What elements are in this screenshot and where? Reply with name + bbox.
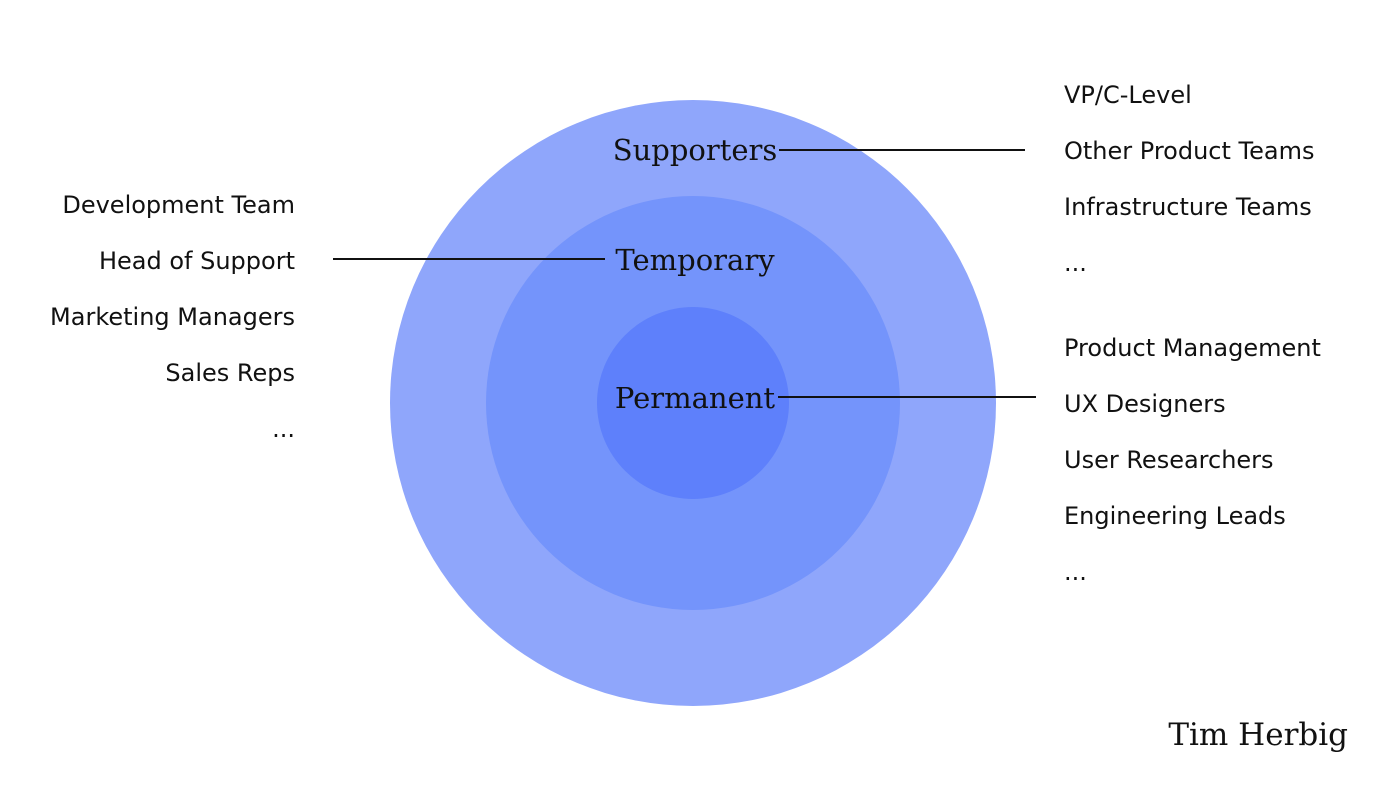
list-item: ...	[1064, 249, 1087, 277]
label-supporters: Supporters	[613, 133, 778, 167]
list-item: Development Team	[62, 191, 295, 219]
list-item: Head of Support	[98, 247, 295, 275]
list-item: VP/C-Level	[1064, 81, 1192, 109]
temporary-stakeholders-list: Development Team Head of Support Marketi…	[50, 177, 295, 457]
list-item: ...	[1064, 558, 1087, 586]
list-item: ...	[272, 415, 295, 443]
ring-permanent	[597, 307, 789, 499]
list-item: Product Management	[1064, 334, 1321, 362]
list-item: UX Designers	[1064, 390, 1226, 418]
permanent-stakeholders-list: Product Management UX Designers User Res…	[1064, 320, 1321, 600]
list-item: Marketing Managers	[50, 303, 295, 331]
list-item: Other Product Teams	[1064, 137, 1315, 165]
list-item: Sales Reps	[165, 359, 295, 387]
supporters-stakeholders-list: VP/C-Level Other Product Teams Infrastru…	[1064, 67, 1314, 291]
author-signature: Tim Herbig	[1168, 717, 1348, 753]
list-item: Engineering Leads	[1064, 502, 1286, 530]
list-item: User Researchers	[1064, 446, 1274, 474]
label-temporary: Temporary	[615, 243, 775, 277]
label-permanent: Permanent	[615, 381, 776, 415]
list-item: Infrastructure Teams	[1064, 193, 1312, 221]
